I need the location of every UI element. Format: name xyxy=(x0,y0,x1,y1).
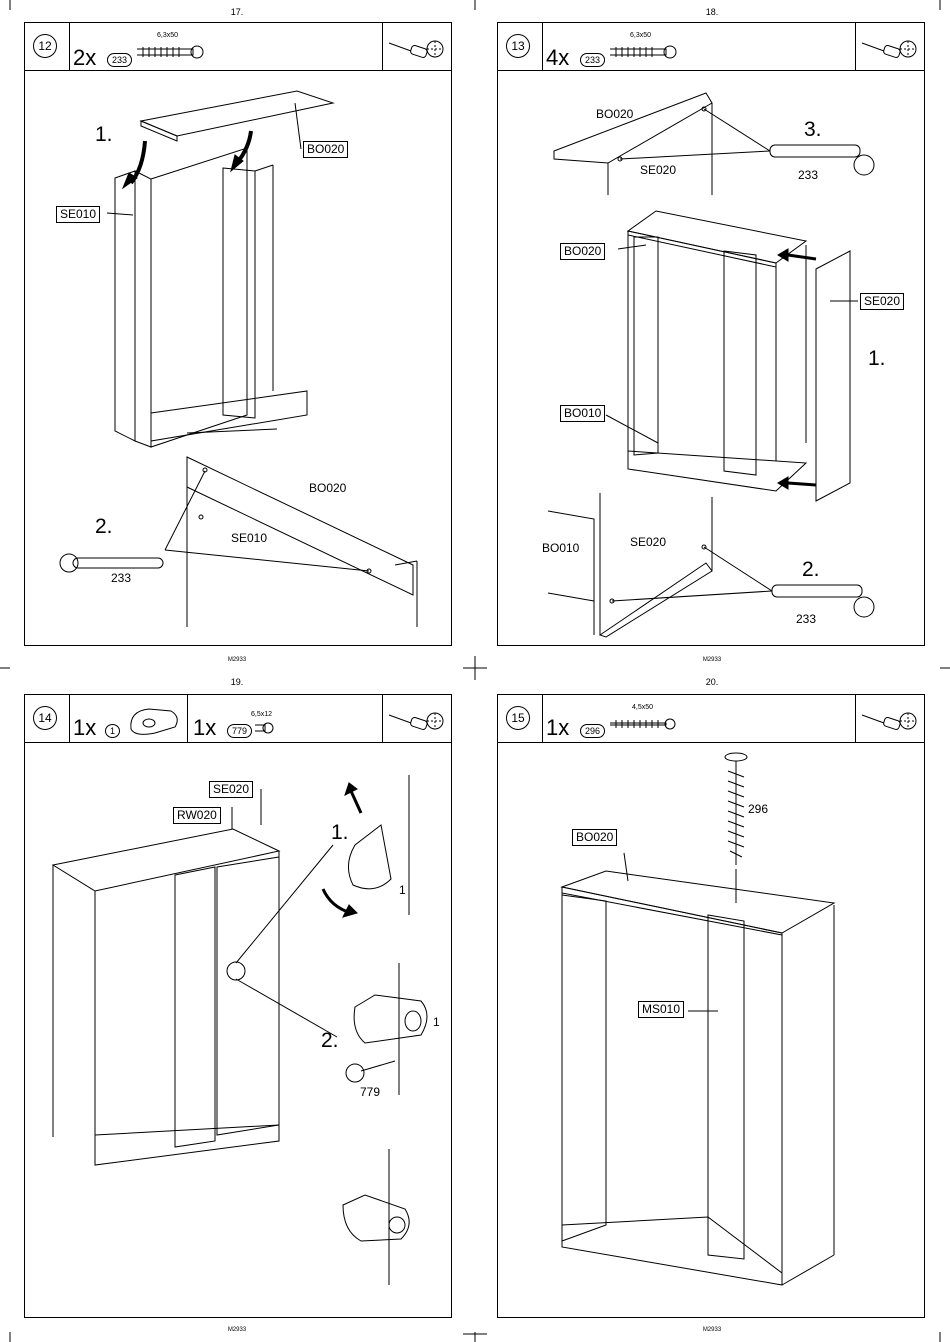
page-number: 17. xyxy=(207,7,267,17)
label-back-panel: RW020 xyxy=(173,807,221,824)
label-board-top: BO020 xyxy=(303,141,348,158)
step-1-label: 1. xyxy=(95,123,113,147)
page-number: 18. xyxy=(682,7,742,17)
screw-code-label: 233 xyxy=(798,168,818,182)
label-board-bottom: BO010 xyxy=(560,405,605,422)
screw-code-label: 296 xyxy=(748,802,768,816)
part-1-label: 1 xyxy=(399,883,406,897)
assembly-drawing xyxy=(25,23,453,647)
step-2-label: 2. xyxy=(95,515,113,539)
instruction-panel-step-12: 12 2x 233 6,3x50 xyxy=(24,22,452,646)
screw-code-label: 233 xyxy=(796,612,816,626)
page-number: 20. xyxy=(682,677,742,687)
footer-code: M2933 xyxy=(682,657,742,663)
label-board-top: BO020 xyxy=(572,829,617,846)
step-2-label: 2. xyxy=(802,558,820,582)
instruction-panel-step-14: 14 1x 1 1x 779 6,5x12 xyxy=(24,694,452,1318)
label-board-top: BO020 xyxy=(560,243,605,260)
instruction-panel-step-15: 15 1x 296 4,5x50 296 BO020 MS010 xyxy=(497,694,925,1318)
page-number: 19. xyxy=(207,677,267,687)
step-3-label: 3. xyxy=(804,118,822,142)
step-1-label: 1. xyxy=(331,821,349,845)
detail-top-board-label: BO020 xyxy=(596,107,633,121)
label-side: SE010 xyxy=(56,206,100,223)
label-middle-panel: MS010 xyxy=(638,1001,684,1018)
detail-side-label: SE010 xyxy=(231,531,267,545)
footer-code: M2933 xyxy=(682,1327,742,1333)
detail-bottom-board-label: BO010 xyxy=(542,541,579,555)
instruction-panel-step-13: 13 4x 233 6,3x50 xyxy=(497,22,925,646)
detail-top-side-label: SE020 xyxy=(640,163,676,177)
step-1-label: 1. xyxy=(868,347,886,371)
label-side: SE020 xyxy=(209,781,253,798)
part-1-label: 1 xyxy=(433,1015,440,1029)
screw-code-label: 233 xyxy=(111,571,131,585)
footer-code: M2933 xyxy=(207,1327,267,1333)
step-2-label: 2. xyxy=(321,1029,339,1053)
footer-code: M2933 xyxy=(207,657,267,663)
detail-bottom-side-label: SE020 xyxy=(630,535,666,549)
label-side-right: SE020 xyxy=(860,293,904,310)
screw-code-label: 779 xyxy=(360,1085,380,1099)
assembly-drawing xyxy=(498,695,926,1319)
detail-board-label: BO020 xyxy=(309,481,346,495)
